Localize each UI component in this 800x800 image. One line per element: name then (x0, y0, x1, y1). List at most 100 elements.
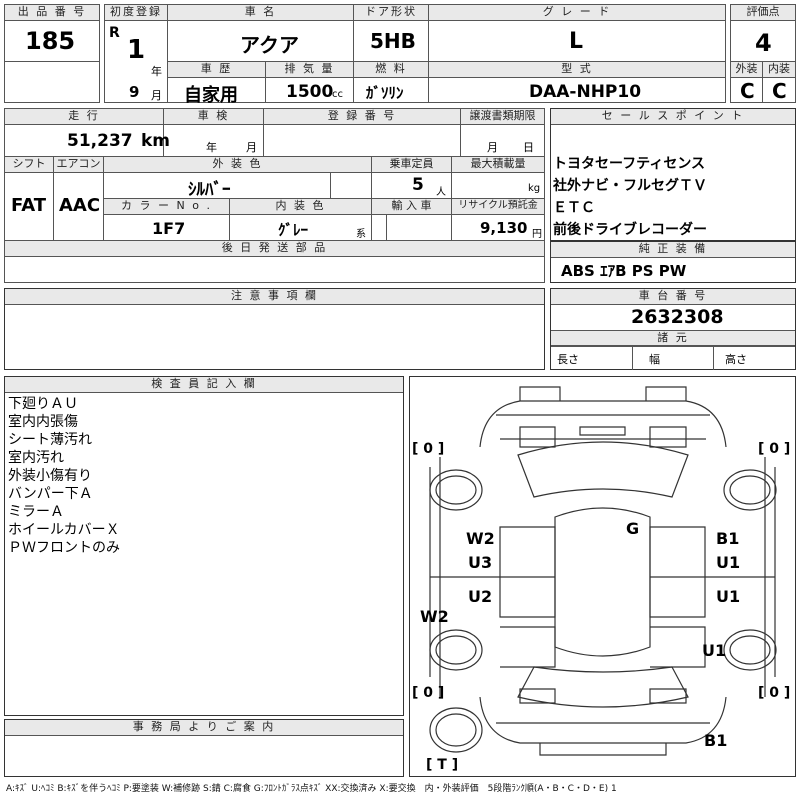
transfer-cell: 譲渡書類期限 月 日 (461, 108, 545, 157)
specs-label: 諸 元 (551, 330, 795, 347)
lot-blank-cell (4, 62, 100, 103)
score-cell: 評価点 4 (730, 4, 796, 62)
notes-label: 注 意 事 項 欄 (5, 289, 544, 305)
genuine-equipment-box: 純 正 装 備 ABS ｴｱB PS PW (550, 241, 796, 283)
mileage-cell: 走 行 51,237 km (4, 108, 170, 157)
inspection-month-unit: 月 (246, 141, 257, 154)
import-label: 輸 入 車 (372, 199, 451, 215)
inspector-line: シート薄汚れ (8, 432, 92, 448)
mark-right-rear-door: U1 (716, 587, 741, 606)
ext-color-value: ｼﾙﾊﾞｰ (188, 180, 231, 200)
model-value: DAA-NHP10 (529, 82, 642, 102)
color-no-label: カ ラ ー N o . (104, 199, 229, 215)
shift-label: シフト (5, 157, 53, 173)
later-parts-cell: 後 日 発 送 部 品 (4, 241, 545, 283)
sales-point-item: 社外ナビ・フルセグＴＶ (553, 178, 707, 194)
history-cell: 車 歴 自家用 (168, 62, 266, 106)
mark-left-rear-door: U2 (468, 587, 493, 606)
int-color-unit: 系 (356, 229, 366, 240)
door-cell: ドア形状 5HB (354, 4, 429, 62)
mark-rear-bumper: B1 (704, 731, 728, 750)
inspection-year-unit: 年 (206, 141, 217, 154)
genuine-equipment-value: ABS ｴｱB PS PW (561, 262, 687, 280)
sales-point-item: 前後ドライブレコーダー (553, 222, 707, 238)
mileage-label: 走 行 (5, 109, 163, 125)
history-label: 車 歴 (168, 62, 265, 78)
car-name-value: アクア (240, 33, 299, 57)
mark-right-front-door-dent: U1 (716, 553, 741, 572)
spec-length-label: 長さ (557, 353, 579, 366)
model-cell: 型 式 DAA-NHP10 (429, 62, 726, 103)
mark-right-quarter: U1 (702, 641, 727, 660)
grade-value: L (569, 29, 584, 54)
chassis-label: 車 台 番 号 (551, 289, 795, 305)
recycle-value: 9,130 (480, 219, 528, 237)
chassis-box: 車 台 番 号 2632308 諸 元 長さ 幅 高さ (550, 288, 796, 370)
inspector-line: ＰＷフロントのみ (8, 540, 120, 556)
header-grid: 出 品 番 号 185 初度登録 R 1 年 9 月 車 名 アクア ドア形状 … (4, 4, 796, 106)
mileage-unit: km (141, 131, 171, 151)
aircon-label: エアコン (54, 157, 103, 173)
fuel-cell: 燃 料 ｶﾞｿﾘﾝ (354, 62, 429, 103)
sales-point-item: ＥＴＣ (553, 200, 595, 216)
displacement-cell: 排 気 量 1500 cc (266, 62, 354, 103)
max-load-label: 最大積載量 (452, 157, 544, 173)
lot-no-label: 出 品 番 号 (5, 5, 99, 21)
score-value: 4 (755, 29, 772, 57)
exterior-label: 外装 (731, 62, 762, 78)
mark-windshield: G (626, 519, 640, 538)
inspector-line: 室内汚れ (8, 450, 64, 466)
color-no-value: 1F7 (152, 219, 186, 238)
inspector-line: ミラーＡ (8, 504, 64, 520)
vehicle-info-grid: 走 行 51,237 km 車 検 年 月 登 録 番 号 譲渡書類期限 月 日… (4, 108, 545, 283)
color-no-cell: カ ラ ー N o . 1F7 (104, 199, 230, 241)
fuel-label: 燃 料 (354, 62, 428, 78)
inspector-line: 外装小傷有り (8, 468, 92, 484)
exterior-value: C (740, 79, 755, 103)
car-name-label: 車 名 (168, 5, 353, 21)
transfer-label: 譲渡書類期限 (461, 109, 544, 125)
mark-left-front-door-dent: U3 (468, 553, 493, 572)
first-reg-year: 1 (127, 35, 146, 65)
mark-left-side: W2 (420, 607, 449, 626)
interior-value: C (772, 79, 787, 103)
door-label: ドア形状 (354, 5, 428, 21)
sales-point-item: トヨタセーフティセンス (553, 156, 706, 172)
reg-no-cell: 登 録 番 号 (264, 108, 461, 157)
aircon-cell: エアコン AAC (54, 157, 104, 241)
displacement-unit: cc (332, 89, 343, 100)
tire-rear-right: [ 0 ] (758, 685, 791, 701)
score-label: 評価点 (731, 5, 795, 21)
tire-front-right: [ 0 ] (758, 441, 791, 457)
capacity-unit: 人 (436, 187, 446, 198)
inspector-line: 下廻りＡＵ (8, 396, 78, 412)
aircon-value: AAC (59, 195, 101, 216)
tire-rear-left: [ 0 ] (412, 685, 445, 701)
capacity-value: 5 (412, 175, 424, 195)
inspection-label: 車 検 (164, 109, 263, 125)
first-reg-month-unit: 月 (151, 89, 162, 102)
mark-right-front-door: B1 (716, 529, 740, 548)
exterior-cell: 外装 C (730, 62, 763, 103)
ext-color-cell: 外 装 色 ｼﾙﾊﾞｰ (104, 157, 372, 200)
max-load-cell: 最大積載量 kg (452, 157, 545, 199)
first-reg-month: 9 (129, 83, 140, 101)
import-cell: 輸 入 車 (372, 199, 452, 241)
shift-value: FAT (11, 195, 47, 216)
inspector-line: バンパー下Ａ (8, 486, 93, 502)
sales-points-label: セ ー ル ス ポ イ ン ト (551, 109, 795, 125)
mark-left-front-door: W2 (466, 529, 495, 548)
displacement-label: 排 気 量 (266, 62, 353, 78)
reg-no-label: 登 録 番 号 (264, 109, 460, 125)
inspector-label: 検 査 員 記 入 欄 (5, 377, 403, 393)
spare-tire: [ T ] (426, 757, 459, 773)
genuine-equipment-label: 純 正 装 備 (551, 242, 795, 258)
lot-no-value: 185 (25, 27, 76, 55)
model-label: 型 式 (429, 62, 725, 78)
legend-text: A:ｷｽﾞ U:ﾍｺﾐ B:ｷｽﾞを伴うﾍｺﾐ P:要塗装 W:補修跡 S:錆 … (6, 784, 617, 794)
capacity-cell: 乗車定員 5 人 (372, 157, 452, 199)
shift-cell: シフト FAT (4, 157, 54, 241)
first-reg-era: R (109, 25, 120, 41)
capacity-label: 乗車定員 (372, 157, 451, 173)
transfer-month-unit: 月 (487, 141, 498, 154)
